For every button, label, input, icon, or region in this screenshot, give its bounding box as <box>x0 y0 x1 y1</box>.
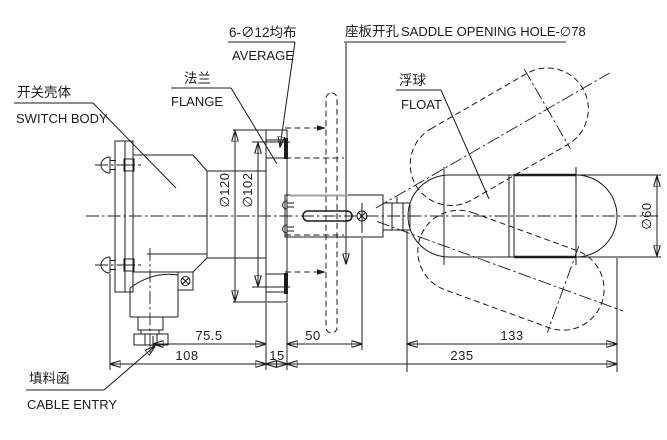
flange-plate <box>265 129 288 303</box>
pivot-pin-icon <box>356 203 368 233</box>
float-label-en: FLOAT <box>401 97 442 112</box>
flange-label-en: FLANGE <box>171 94 223 109</box>
dim-float-dia-text: ∅60 <box>639 202 654 229</box>
callout-flange-holes: 6-∅12均布 AVERAGE <box>228 25 297 147</box>
callout-saddle-opening: 座板开孔 SADDLE OPENING HOLE-∅78 <box>344 24 586 43</box>
float-tilted-up <box>375 67 610 209</box>
cable-gland <box>133 248 169 353</box>
dim-bolt-circle-text: ∅102 <box>240 172 255 207</box>
saddle-label-zh: 座板开孔 <box>345 24 399 39</box>
callout-float: 浮球 FLOAT <box>396 73 490 200</box>
float-label-zh: 浮球 <box>399 73 426 88</box>
switch-body-label-zh: 开关壳体 <box>17 85 71 100</box>
dim-bolt-circle: ∅102 <box>240 141 290 288</box>
dim-235: 235 <box>450 348 473 363</box>
float-body <box>407 167 618 265</box>
plate-bolt-bottom <box>95 256 141 274</box>
flange-holes-label-zh: 6-∅12均布 <box>229 25 297 40</box>
extension-lines <box>109 231 618 372</box>
callout-switch-body: 开关壳体 SWITCH BODY <box>14 85 177 189</box>
dim-15: 15 <box>269 348 284 363</box>
housing-screw-icon <box>180 276 191 286</box>
dim-75-5: 75.5 <box>195 328 222 343</box>
dim-flange-od-text: ∅120 <box>217 172 232 207</box>
saddle-plate <box>285 92 344 334</box>
dim-row-lower: 108 15 235 <box>110 348 617 364</box>
hinge-screws <box>282 200 294 234</box>
dim-row-upper: 75.5 50 133 <box>153 328 617 344</box>
flange-label-zh: 法兰 <box>184 71 211 86</box>
float-tilted-down <box>376 209 624 333</box>
callout-cable-entry: 填料函 CABLE ENTRY <box>26 346 155 412</box>
dim-50: 50 <box>305 328 320 343</box>
dim-108: 108 <box>175 348 198 363</box>
flange-holes-label-en: AVERAGE <box>232 48 294 63</box>
dim-flange-od: ∅120 <box>217 129 266 303</box>
plate-bolt-top <box>95 156 141 174</box>
mounting-plate <box>114 140 134 293</box>
cable-entry-label-en: CABLE ENTRY <box>27 397 117 412</box>
dim-float-dia: ∅60 <box>576 174 661 258</box>
cable-entry-label-zh: 填料函 <box>29 371 70 386</box>
dim-133: 133 <box>500 328 523 343</box>
callout-flange: 法兰 FLANGE <box>171 71 278 165</box>
switch-body-label-en: SWITCH BODY <box>16 111 108 126</box>
float-rod-connector <box>382 197 411 231</box>
saddle-label-en: SADDLE OPENING HOLE-∅78 <box>401 24 586 39</box>
